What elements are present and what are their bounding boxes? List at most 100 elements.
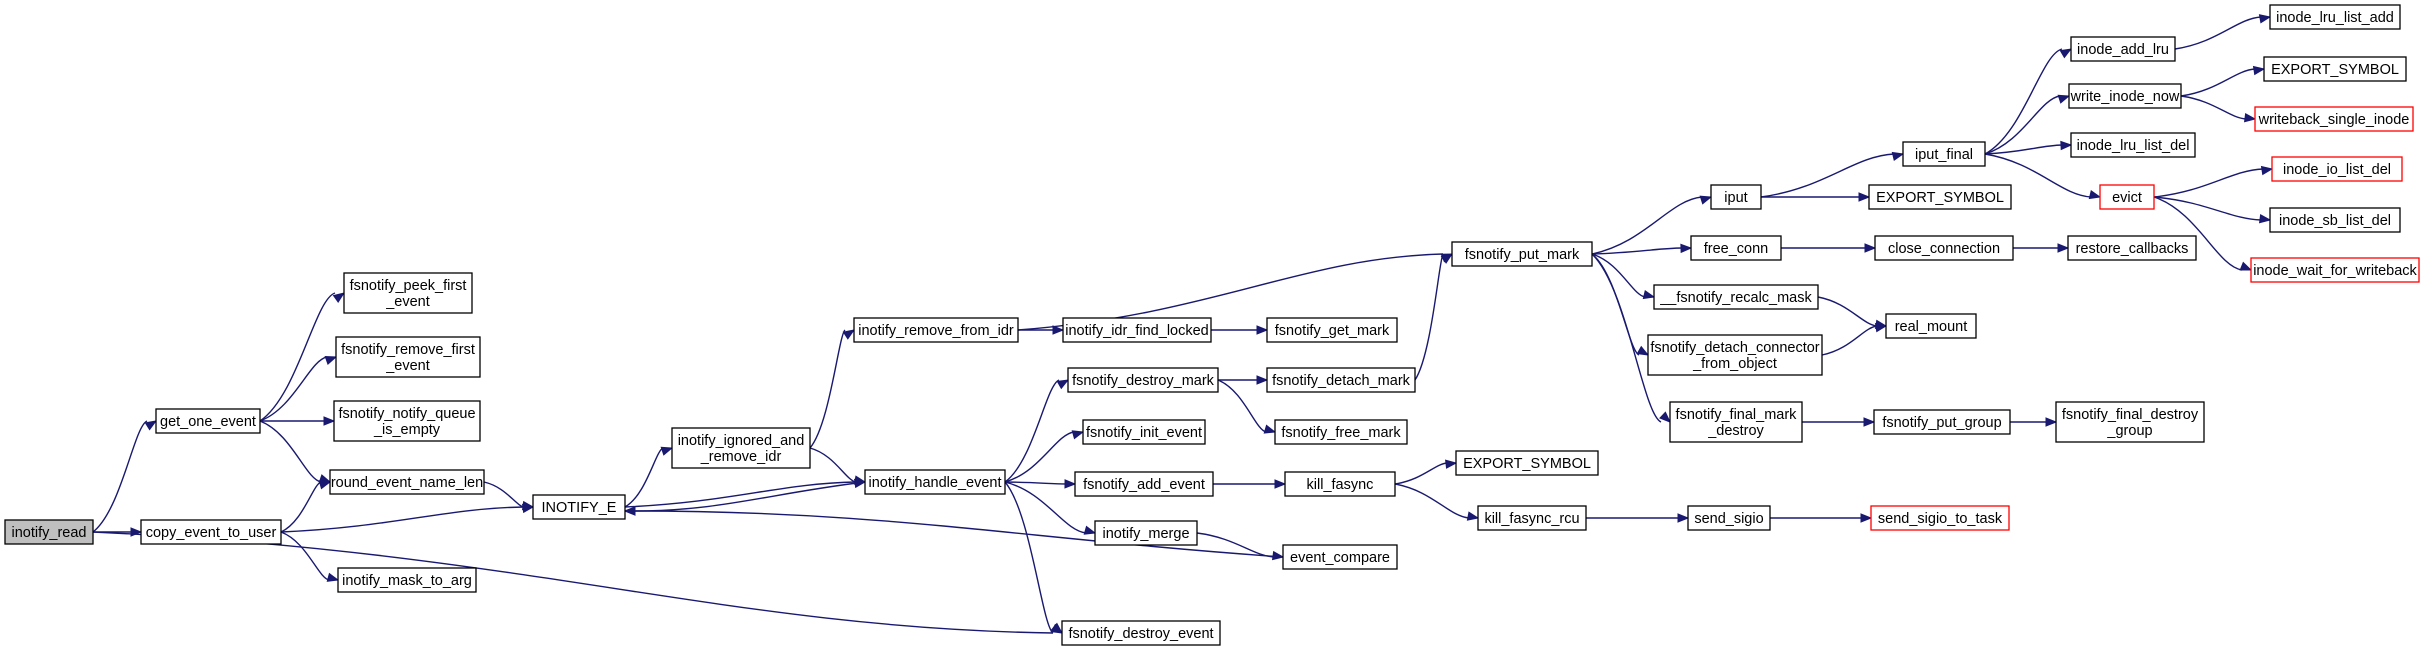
node-label: fsnotify_destroy_event bbox=[1068, 626, 1213, 642]
edge-n6-n8 bbox=[483, 481, 535, 511]
node-inotify-remove-from-idr[interactable]: inotify_remove_from_idr bbox=[853, 317, 1019, 343]
node-inotify-mask-to-arg[interactable]: inotify_mask_to_arg bbox=[337, 567, 477, 593]
node-inotify-ignored-and-remove-idr[interactable]: inotify_ignored_and_remove_idr bbox=[671, 427, 811, 469]
node-fsnotify-peek-first-event[interactable]: fsnotify_peek_first_event bbox=[343, 272, 473, 314]
arrow-head-icon bbox=[1256, 325, 1269, 335]
arrow-head-icon bbox=[1864, 243, 1877, 253]
node-fsnotify-destroy-mark[interactable]: fsnotify_destroy_mark bbox=[1067, 367, 1219, 393]
node-fsnotify-detach-connector-from-object[interactable]: fsnotify_detach_connector_from_object bbox=[1647, 334, 1823, 376]
arrow-head-icon bbox=[2239, 261, 2253, 271]
node-box bbox=[335, 336, 481, 378]
node-fsnotify-final-mark-destroy[interactable]: fsnotify_final_mark_destroy bbox=[1669, 401, 1803, 443]
node-send-sigio-to-task[interactable]: send_sigio_to_task bbox=[1870, 505, 2010, 531]
node-box bbox=[1669, 401, 1803, 443]
node-box bbox=[1902, 141, 1986, 167]
node-event-compare[interactable]: event_compare bbox=[1282, 544, 1398, 570]
node-label: _event bbox=[385, 358, 430, 374]
arrow-head-icon bbox=[842, 329, 856, 340]
node-fsnotify-get-mark[interactable]: fsnotify_get_mark bbox=[1266, 317, 1398, 343]
node-fsnotify-put-group[interactable]: fsnotify_put_group bbox=[1873, 409, 2011, 435]
node-label: fsnotify_notify_queue bbox=[338, 406, 475, 422]
node-inotify-e[interactable]: INOTIFY_E bbox=[532, 494, 626, 520]
node-kill-fasync-rcu[interactable]: kill_fasync_rcu bbox=[1477, 505, 1587, 531]
node-export-symbol[interactable]: EXPORT_SYMBOL bbox=[1455, 450, 1599, 476]
arrow-head-icon bbox=[1263, 424, 1277, 434]
edge-n9-n10 bbox=[809, 447, 867, 485]
edge-n40-n48 bbox=[2153, 196, 2272, 224]
edge-n21-n8 bbox=[623, 506, 1284, 558]
node-label: fsnotify_destroy_mark bbox=[1072, 373, 1215, 389]
node-label: __fsnotify_recalc_mask bbox=[1659, 290, 1812, 306]
edge-line bbox=[1984, 144, 2063, 155]
edge-line bbox=[1984, 48, 2063, 155]
edge-n28-n35 bbox=[1802, 417, 1876, 427]
node-box bbox=[343, 272, 473, 314]
node-inotify-read[interactable]: inotify_read bbox=[4, 519, 94, 545]
node-label: fsnotify_final_mark bbox=[1676, 407, 1798, 423]
arrow-head-icon bbox=[324, 356, 338, 365]
node-inode-lru-list-del[interactable]: inode_lru_list_del bbox=[2070, 132, 2196, 158]
edge-line bbox=[1591, 196, 1703, 255]
edge-n23-n28 bbox=[1591, 253, 1671, 423]
node-free-conn[interactable]: free_conn bbox=[1690, 235, 1782, 261]
edge-n1-n3 bbox=[259, 292, 346, 422]
edge-line bbox=[1591, 253, 1662, 423]
arrow-head-icon bbox=[323, 416, 336, 426]
node-inotify-merge[interactable]: inotify_merge bbox=[1094, 520, 1198, 546]
node-fsnotify-final-destroy-group[interactable]: fsnotify_final_destroy_group bbox=[2055, 401, 2205, 443]
edge-n15-n23 bbox=[1414, 253, 1454, 381]
arrow-head-icon bbox=[1860, 513, 1873, 523]
edge-line bbox=[259, 356, 328, 422]
node-write-inode-now[interactable]: write_inode_now bbox=[2068, 83, 2182, 109]
node-fsnotify-notify-queue-is-empty[interactable]: fsnotify_notify_queue_is_empty bbox=[333, 400, 481, 442]
node-iput[interactable]: iput bbox=[1710, 184, 1762, 210]
edge-n8-n9 bbox=[624, 446, 674, 508]
node-label: fsnotify_free_mark bbox=[1281, 425, 1401, 441]
arrow-head-icon bbox=[2045, 417, 2058, 427]
node-close-connection[interactable]: close_connection bbox=[1874, 235, 2014, 261]
node-writeback-single-inode[interactable]: writeback_single_inode bbox=[2254, 106, 2414, 132]
node-export-symbol[interactable]: EXPORT_SYMBOL bbox=[2263, 56, 2407, 82]
arrow-head-icon bbox=[1083, 525, 1097, 535]
node-box bbox=[1647, 334, 1823, 376]
node-label: inode_add_lru bbox=[2077, 42, 2169, 58]
node-export-symbol[interactable]: EXPORT_SYMBOL bbox=[1868, 184, 2012, 210]
node-label: fsnotify_put_mark bbox=[1465, 247, 1580, 263]
edge-line bbox=[1591, 247, 1683, 255]
node-fsnotify-detach-mark[interactable]: fsnotify_detach_mark bbox=[1266, 367, 1416, 393]
node-fsnotify-init-event[interactable]: fsnotify_init_event bbox=[1082, 419, 1206, 445]
node-inode-lru-list-add[interactable]: inode_lru_list_add bbox=[2269, 4, 2401, 30]
node-get-one-event[interactable]: get_one_event bbox=[155, 408, 261, 434]
node-box bbox=[1477, 505, 1587, 531]
node-restore-callbacks[interactable]: restore_callbacks bbox=[2067, 235, 2197, 261]
edge-n35-n42 bbox=[2010, 417, 2058, 427]
node-inotify-handle-event[interactable]: inotify_handle_event bbox=[864, 469, 1006, 495]
node-fsnotify-free-mark[interactable]: fsnotify_free_mark bbox=[1274, 419, 1408, 445]
node-fsnotify-put-mark[interactable]: fsnotify_put_mark bbox=[1451, 241, 1593, 267]
node-send-sigio[interactable]: send_sigio bbox=[1687, 505, 1771, 531]
node-copy-event-to-user[interactable]: copy_event_to_user bbox=[140, 519, 282, 545]
node-label: writeback_single_inode bbox=[2258, 112, 2410, 128]
node-inode-io-list-del[interactable]: inode_io_list_del bbox=[2271, 156, 2403, 182]
node-fsnotify-add-event[interactable]: fsnotify_add_event bbox=[1074, 471, 1214, 497]
node-inode-add-lru[interactable]: inode_add_lru bbox=[2070, 36, 2176, 62]
node-inode-sb-list-del[interactable]: inode_sb_list_del bbox=[2269, 207, 2401, 233]
node-iput-final[interactable]: iput_final bbox=[1902, 141, 1986, 167]
arrow-head-icon bbox=[1466, 511, 1480, 521]
node-inode-wait-for-writeback[interactable]: inode_wait_for_writeback bbox=[2250, 257, 2420, 283]
node-inotify-idr-find-locked[interactable]: inotify_idr_find_locked bbox=[1062, 317, 1212, 343]
node-kill-fasync[interactable]: kill_fasync bbox=[1284, 471, 1396, 497]
edge-line bbox=[1591, 253, 1646, 298]
node-box bbox=[1266, 367, 1416, 393]
node-fsnotify-recalc-mask[interactable]: __fsnotify_recalc_mask bbox=[1653, 284, 1819, 310]
arrow-head-icon bbox=[332, 292, 346, 303]
edge-line bbox=[624, 447, 664, 508]
node-real-mount[interactable]: real_mount bbox=[1885, 313, 1977, 339]
node-fsnotify-remove-first-event[interactable]: fsnotify_remove_first_event bbox=[335, 336, 481, 378]
node-evict[interactable]: evict bbox=[2099, 184, 2155, 210]
node-fsnotify-destroy-event[interactable]: fsnotify_destroy_event bbox=[1061, 620, 1221, 646]
arrow-head-icon bbox=[1636, 345, 1650, 356]
edge-line bbox=[483, 481, 525, 508]
node-round-event-name-len[interactable]: round_event_name_len bbox=[329, 469, 485, 495]
edge-n19-n30 bbox=[1394, 483, 1480, 521]
